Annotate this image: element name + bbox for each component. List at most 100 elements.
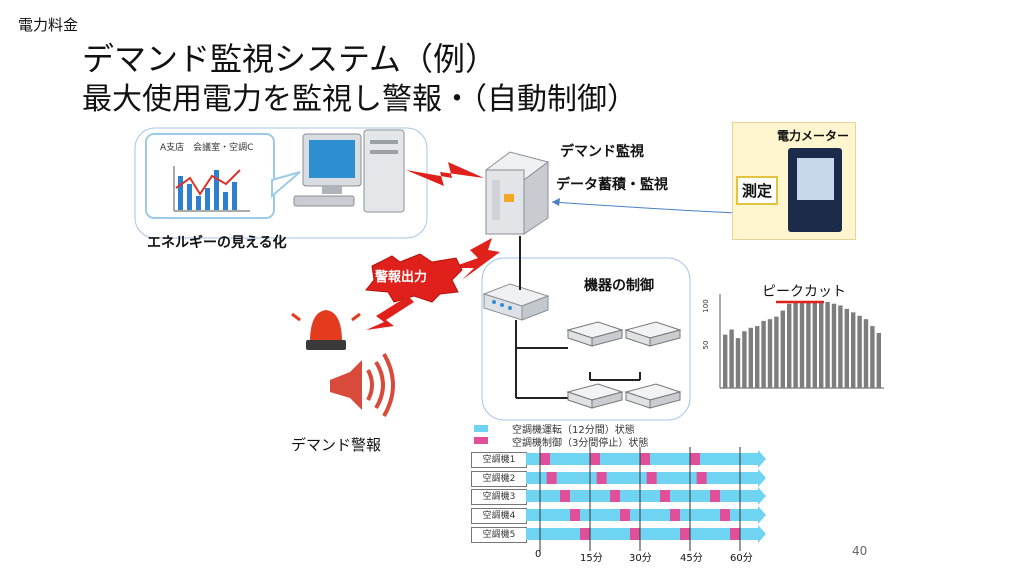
peak-bar [806,302,811,388]
stop-segment [696,472,707,484]
peak-bar [793,302,798,388]
demand-monitor-label: デマンド監視 [560,144,644,160]
stop-segment [596,472,607,484]
stop-segment [730,528,740,540]
alert-arrow [366,296,414,330]
peak-bar [767,319,773,388]
speaker-icon [330,352,395,418]
peak-bar [755,326,760,388]
server-icon [484,151,550,235]
unit-label-2: 空調機2 [471,471,527,487]
stop-segment [546,472,557,484]
tick-60: 60分 [730,553,753,564]
tick-45: 45分 [680,553,703,564]
stop-segment [660,490,670,502]
peak-bar [748,327,753,388]
stop-segment [610,490,620,502]
signal-bolt-alert [450,238,500,280]
aircon-unit-2 [624,321,682,347]
slide-subtitle: 最大使用電力を監視し警報・（自動制御） [82,82,637,117]
peak-bar [729,329,734,388]
siren-icon [291,310,361,350]
schedule-timeline [526,447,766,551]
peak-bar [780,310,785,388]
stop-segment [580,528,590,540]
aircon-unit-1 [566,321,624,347]
unit-label-3: 空調機3 [471,489,527,505]
unit-label-4: 空調機4 [471,508,527,524]
peak-bar [844,308,849,388]
tick-15: 15分 [580,553,603,564]
tick-30: 30分 [629,553,652,564]
peak-bar [742,331,747,388]
page-number: 40 [852,544,868,558]
stop-segment [540,453,550,465]
server-label: データ蓄積・監視 [556,177,668,193]
unit-label-1: 空調機1 [471,452,527,468]
bubble-tail [271,171,301,199]
stop-segment [590,453,600,465]
signal-bolt-pc [406,162,484,186]
peak-bar [812,302,817,388]
peak-bar [723,334,728,388]
tick-0: 0 [535,549,542,560]
stop-segment [630,528,640,540]
run-arrow [758,469,766,487]
run-bar [526,528,760,540]
stop-segment [680,528,690,540]
computer-icon [293,129,405,213]
legend-stop-swatch [474,437,488,444]
bubble-chart [173,166,250,212]
legend-run-label: 空調機運転（12分間）状態 [512,425,635,436]
peak-bar [787,303,792,388]
measure-tag: 測定 [736,176,779,205]
meter-title: 電力メーター [777,129,850,143]
run-arrow [758,487,766,505]
stop-segment [560,490,570,502]
peak-bar [774,316,779,388]
stop-segment [710,490,720,502]
peak-bar [761,320,766,388]
stop-segment [646,472,657,484]
run-bar [526,490,760,502]
run-arrow [758,450,766,468]
peak-bar [851,312,856,388]
alert-burst-label: 警報出力 [375,270,428,285]
aircon-unit-4 [624,383,682,409]
run-arrow [758,506,766,524]
peak-bar [876,332,881,388]
peak-bar [799,302,805,388]
slide-title: デマンド監視システム（例） [82,40,498,78]
peak-bar [870,326,875,388]
control-wiring [515,236,641,399]
run-bar [526,472,760,484]
visualization-caption: エネルギーの見える化 [147,235,287,251]
legend-stop-label: 空調機制御（3分間停止）状態 [512,438,649,449]
section-label: 電力料金 [18,16,79,34]
run-bar [526,509,760,521]
peak-bar [735,338,741,388]
stop-segment [690,453,700,465]
run-arrow [758,525,766,543]
legend-run-swatch [474,425,488,432]
equipment-label: 機器の制御 [584,278,654,294]
demand-alarm-label: デマンド警報 [291,436,382,454]
aircon-unit-3 [566,383,624,409]
peak-cut-label: ピークカット [762,284,846,300]
peak-bar [831,303,837,388]
hub-icon [482,283,550,321]
alert-burst [365,253,463,303]
meter-screen [797,158,834,200]
peak-y-tick: 50 [702,341,710,350]
stop-segment [620,509,630,521]
stop-segment [640,453,650,465]
bubble-header: A支店 会議室・空調C [160,143,254,153]
unit-label-5: 空調機5 [471,527,527,543]
peak-bar [825,302,830,388]
stop-segment [570,509,580,521]
stop-segment [720,509,730,521]
stop-segment [670,509,680,521]
peak-bar [838,305,843,388]
